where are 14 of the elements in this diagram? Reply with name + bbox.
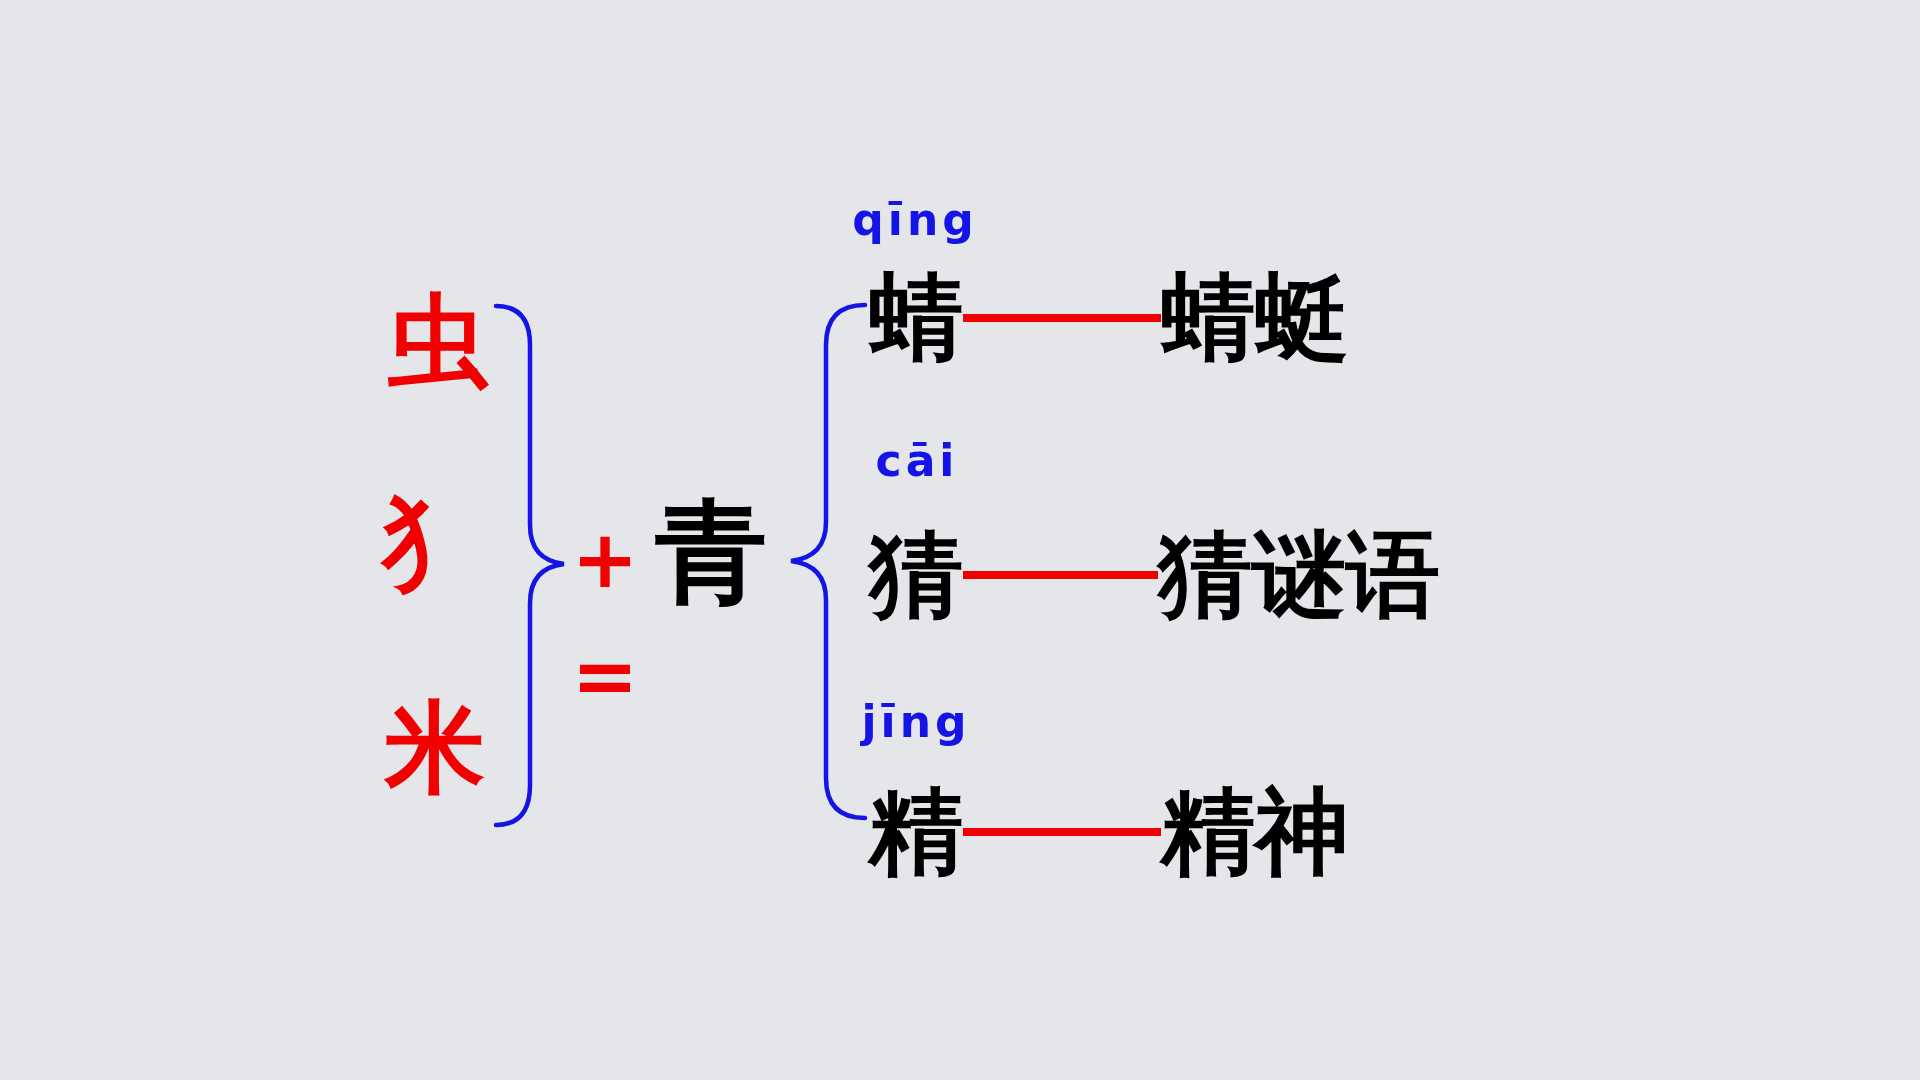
pinyin: qīng	[851, 198, 978, 242]
word: 蜻蜓	[1161, 271, 1349, 365]
radical: 虫	[388, 291, 488, 391]
plus-sign: +	[571, 520, 639, 600]
word: 猜谜语	[1158, 528, 1440, 622]
character: 蜻	[869, 271, 963, 365]
word: 精神	[1161, 785, 1349, 879]
character: 青	[655, 496, 767, 608]
character: 精	[869, 785, 963, 879]
pinyin: cāi	[874, 439, 959, 483]
pinyin: jīng	[859, 700, 971, 744]
equals-sign: =	[571, 637, 639, 717]
radical: 米	[385, 698, 485, 798]
character: 猜	[869, 528, 963, 622]
